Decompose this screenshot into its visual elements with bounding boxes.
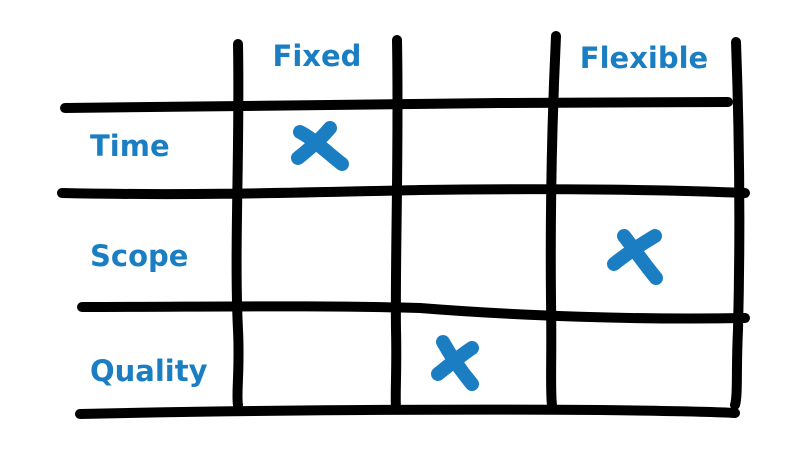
x-mark-quality-middle — [431, 335, 479, 391]
grid-vertical-line-1 — [231, 39, 244, 410]
row-label-scope: Scope — [90, 239, 188, 273]
grid-horizontal-line-2 — [57, 184, 750, 200]
grid-vertical-line-4 — [730, 37, 745, 410]
grid-horizontal-line-4 — [75, 404, 740, 419]
row-label-time: Time — [90, 129, 170, 163]
column-header-fixed: Fixed — [273, 39, 362, 73]
grid-vertical-line-2 — [390, 35, 403, 413]
grid-lines — [57, 31, 750, 419]
row-label-quality: Quality — [90, 354, 208, 388]
x-mark-time-fixed — [291, 121, 349, 171]
grid-vertical-line-3 — [545, 31, 561, 410]
grid-horizontal-line-1 — [60, 97, 733, 113]
grid-horizontal-line-3 — [77, 301, 750, 324]
x-mark-scope-flexible — [607, 229, 663, 285]
column-header-flexible: Flexible — [580, 41, 708, 75]
